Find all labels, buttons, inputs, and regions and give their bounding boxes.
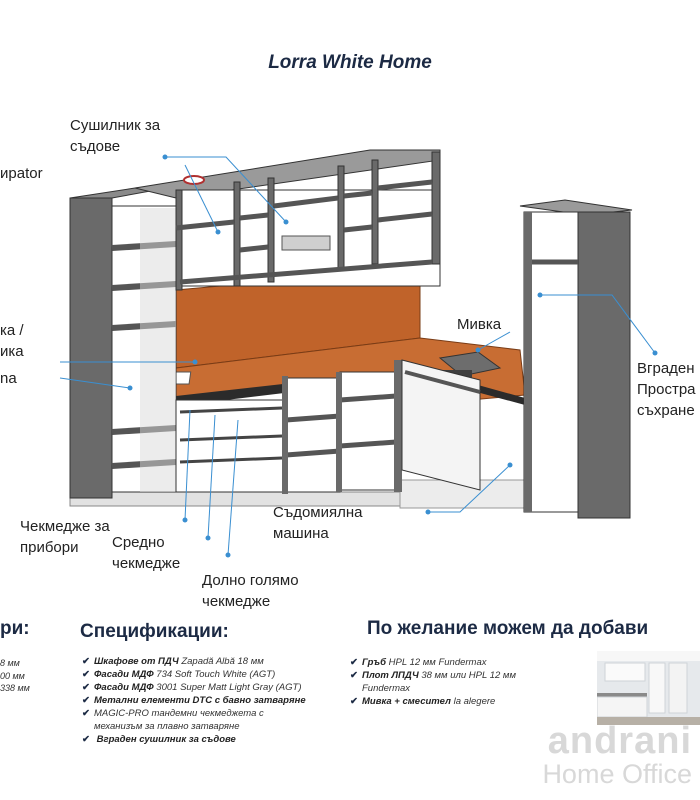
check-icon: ✔	[82, 708, 90, 719]
spec-item: ✔MAGIC-PRO тандемни чекмеджета с	[82, 708, 264, 719]
spec-item: ✔Фасади МДФ 734 Soft Touch White (AGT)	[82, 669, 276, 680]
callout-middle-drawer: Средно чекмедже	[112, 534, 181, 572]
optional-item: Fundermax	[362, 683, 411, 694]
callout-aspirator: ирator	[0, 165, 43, 182]
optional-item: ✔Мивка + смесител la alegere	[350, 696, 496, 707]
brand-logo: andrani Home Office	[542, 720, 692, 789]
spec-item: ✔Фасади МДФ 3001 Super Matt Light Gray (…	[82, 682, 302, 693]
callout-bottom-drawer: Долно голямо чекмедже	[202, 572, 299, 610]
callout-built-in: Вграден Простра съхране	[637, 360, 696, 419]
check-icon: ✔	[82, 669, 90, 680]
spec-item: ✔Шкафове от ПДЧ Zapadă Albă 18 мм	[82, 656, 264, 667]
optional-item: ✔Плот ЛПДЧ 38 мм или HPL 12 мм	[350, 670, 516, 681]
optional-heading: По желание можем да добави	[367, 618, 649, 639]
tall-cabinet	[523, 211, 585, 513]
callout-dishwasher: Съдомиялна машина	[273, 504, 363, 542]
specifications-list: ✔Шкафове от ПДЧ Zapadă Albă 18 мм ✔Фасад…	[82, 655, 306, 746]
check-icon: ✔	[82, 734, 90, 745]
specifications-heading: Спецификации:	[80, 621, 229, 642]
drawer-cabinet	[175, 399, 287, 493]
dimensions-heading: ри:	[0, 618, 30, 639]
check-icon: ✔	[82, 695, 90, 706]
dimension-item: 00 мм	[0, 670, 25, 681]
check-icon: ✔	[350, 696, 358, 707]
spec-item: ✔Метални елементи DTC с бавно затваряне	[82, 695, 306, 706]
kitchen-photo	[597, 651, 700, 725]
check-icon: ✔	[82, 656, 90, 667]
page-title: Lorra White Home	[268, 52, 432, 73]
check-icon: ✔	[82, 682, 90, 693]
callout-dots	[127, 154, 658, 558]
dimension-item: 8 мм	[0, 658, 20, 668]
dimension-item: 338 мм	[0, 683, 30, 693]
callout-dish-dryer: Сушилник за съдове	[70, 117, 161, 155]
dish-rack	[281, 235, 331, 251]
callout-cutlery-drawer: Чекмедже за прибори	[20, 518, 110, 556]
spec-item: механизъм за плавно затваряне	[94, 721, 240, 732]
optional-list: ✔Гръб HPL 12 мм Fundermax ✔Плот ЛПДЧ 38 …	[350, 656, 516, 708]
optional-item: ✔Гръб HPL 12 мм Fundermax	[350, 657, 487, 668]
dishwasher-space	[401, 359, 481, 491]
kitchen-drawing	[59, 149, 658, 558]
spec-item: ✔ Вграден сушилник за съдове	[82, 734, 236, 745]
check-icon: ✔	[350, 670, 358, 681]
callout-lighting: ка / ика	[0, 322, 24, 360]
tall-cabinet-side	[577, 211, 631, 519]
callout-sink: Мивка	[457, 316, 502, 333]
check-icon: ✔	[350, 657, 358, 668]
callout-lines	[59, 156, 656, 556]
dimensions-list: 8 мм 00 мм 338 мм	[0, 657, 30, 695]
callout-sink-partial: na	[0, 370, 17, 387]
left-tower-side	[69, 197, 113, 499]
